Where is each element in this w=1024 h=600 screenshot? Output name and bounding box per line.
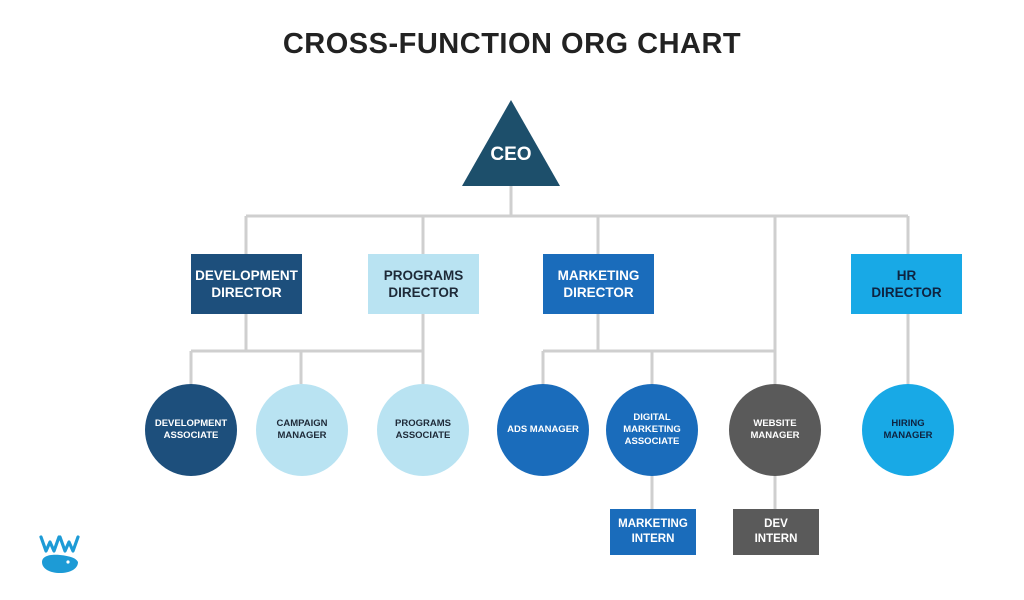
development-director-box: DEVELOPMENT DIRECTOR	[191, 254, 302, 314]
campaign-manager-circle: CAMPAIGN MANAGER	[256, 384, 348, 476]
marketing-intern-box: MARKETING INTERN	[610, 509, 696, 555]
whale-logo-icon	[39, 535, 80, 573]
programs-associate-circle: PROGRAMS ASSOCIATE	[377, 384, 469, 476]
programs-director-box: PROGRAMS DIRECTOR	[368, 254, 479, 314]
chart-title: CROSS-FUNCTION ORG CHART	[282, 28, 742, 60]
dev-intern-box: DEV INTERN	[733, 509, 819, 555]
hiring-manager-circle: HIRING MANAGER	[862, 384, 954, 476]
website-manager-circle: WEBSITE MANAGER	[729, 384, 821, 476]
hr-director-box: HR DIRECTOR	[851, 254, 962, 314]
ads-manager-circle: ADS MANAGER	[497, 384, 589, 476]
marketing-director-box: MARKETING DIRECTOR	[543, 254, 654, 314]
development-associate-circle: DEVELOPMENT ASSOCIATE	[145, 384, 237, 476]
ceo-label: CEO	[490, 144, 532, 165]
ceo-triangle	[462, 100, 560, 186]
digital-marketing-associate-circle: DIGITAL MARKETING ASSOCIATE	[606, 384, 698, 476]
